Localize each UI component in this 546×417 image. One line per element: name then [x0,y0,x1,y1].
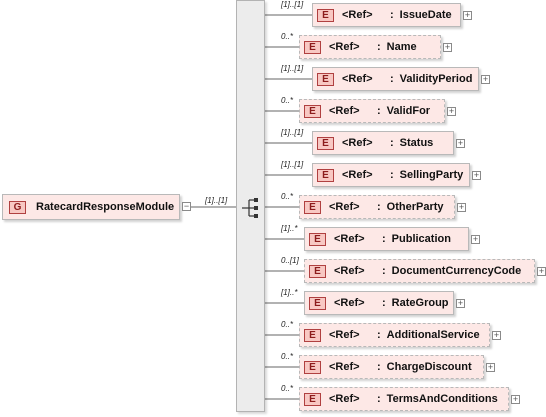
element-name: RateGroup [391,297,449,309]
ref-separator: : [377,201,381,213]
sequence-icon [242,198,258,218]
ref-separator: : [382,265,386,277]
element-name: Publication [391,233,451,245]
expand-toggle[interactable]: + [457,202,466,212]
ref-label: <Ref> [334,265,365,277]
ref-label: <Ref> [334,297,365,309]
ref-separator: : [382,233,386,245]
ref-separator: : [390,137,394,149]
element-badge: E [317,72,334,86]
expand-toggle[interactable]: + [492,330,501,340]
expand-toggle[interactable]: + [486,362,495,372]
ref-label: <Ref> [342,73,373,85]
element-cardinality: 0..* [281,384,294,393]
ref-separator: : [382,297,386,309]
element-node[interactable]: E <Ref>: Name [299,35,441,59]
element-node[interactable]: E <Ref>: ChargeDiscount [299,355,484,379]
expand-toggle[interactable]: + [511,394,520,404]
element-badge: E [309,296,326,310]
element-badge: E [317,168,334,182]
group-badge: G [9,200,26,214]
element-cardinality: [1]..[1] [281,160,304,169]
element-name: ChargeDiscount [386,361,472,373]
expand-toggle[interactable]: + [471,234,480,244]
ref-separator: : [377,105,381,117]
element-node[interactable]: E <Ref>: SellingParty [312,163,470,187]
element-cardinality: [1]..[1] [281,128,304,137]
element-badge: E [304,328,321,342]
ref-separator: : [390,73,394,85]
expand-toggle[interactable]: + [537,266,546,276]
element-name: ValidFor [386,105,431,117]
element-cardinality: [1]..[1] [281,0,304,9]
element-cardinality: 0..* [281,32,294,41]
ref-separator: : [377,41,381,53]
ref-separator: : [390,9,394,21]
ref-label: <Ref> [329,361,360,373]
ref-label: <Ref> [334,233,365,245]
expand-toggle[interactable]: + [481,74,490,84]
element-node[interactable]: E <Ref>: AdditionalService [299,323,490,347]
element-name: TermsAndConditions [386,393,498,405]
element-node[interactable]: E <Ref>: Status [312,131,454,155]
ref-separator: : [390,169,394,181]
element-badge: E [304,40,321,54]
element-name: Name [386,41,417,53]
element-node[interactable]: E <Ref>: DocumentCurrencyCode [304,259,535,283]
element-badge: E [304,360,321,374]
element-name: DocumentCurrencyCode [391,265,522,277]
ref-label: <Ref> [342,169,373,181]
collapse-toggle[interactable]: − [182,201,191,211]
ref-label: <Ref> [342,9,373,21]
element-name: ValidityPeriod [399,73,473,85]
element-cardinality: 0..* [281,320,294,329]
element-badge: E [304,200,321,214]
element-cardinality: 0..* [281,96,294,105]
element-node[interactable]: E <Ref>: ValidFor [299,99,445,123]
ref-label: <Ref> [329,393,360,405]
element-cardinality: 0..* [281,352,294,361]
sequence-compositor [236,0,265,412]
ref-label: <Ref> [329,201,360,213]
element-cardinality: 0..* [281,192,294,201]
expand-toggle[interactable]: + [447,106,456,116]
ref-separator: : [377,329,381,341]
element-node[interactable]: E <Ref>: TermsAndConditions [299,387,509,411]
element-name: IssueDate [399,9,452,21]
expand-toggle[interactable]: + [456,298,465,308]
ref-separator: : [377,393,381,405]
element-badge: E [317,8,334,22]
element-node[interactable]: E <Ref>: Publication [304,227,469,251]
element-cardinality: [1]..* [281,288,298,297]
element-node[interactable]: E <Ref>: OtherParty [299,195,455,219]
expand-toggle[interactable]: + [456,138,465,148]
ref-label: <Ref> [329,105,360,117]
element-badge: E [309,264,326,278]
ref-label: <Ref> [342,137,373,149]
element-name: OtherParty [386,201,444,213]
element-badge: E [304,104,321,118]
element-cardinality: [1]..[1] [281,64,304,73]
root-group-name: RatecardResponseModule [36,201,175,213]
element-cardinality: [1]..* [281,224,298,233]
expand-toggle[interactable]: + [463,10,472,20]
element-node[interactable]: E <Ref>: IssueDate [312,3,461,27]
element-badge: E [309,232,326,246]
expand-toggle[interactable]: + [472,170,481,180]
ref-label: <Ref> [329,329,360,341]
element-name: Status [399,137,434,149]
element-name: SellingParty [399,169,464,181]
ref-separator: : [377,361,381,373]
element-name: AdditionalService [386,329,480,341]
ref-label: <Ref> [329,41,360,53]
element-node[interactable]: E <Ref>: RateGroup [304,291,454,315]
element-badge: E [317,136,334,150]
element-badge: E [304,392,321,406]
root-cardinality: [1]..[1] [205,196,228,205]
expand-toggle[interactable]: + [443,42,452,52]
element-node[interactable]: E <Ref>: ValidityPeriod [312,67,479,91]
element-cardinality: 0..[1] [281,256,299,265]
root-group-node[interactable]: G RatecardResponseModule [2,194,180,220]
